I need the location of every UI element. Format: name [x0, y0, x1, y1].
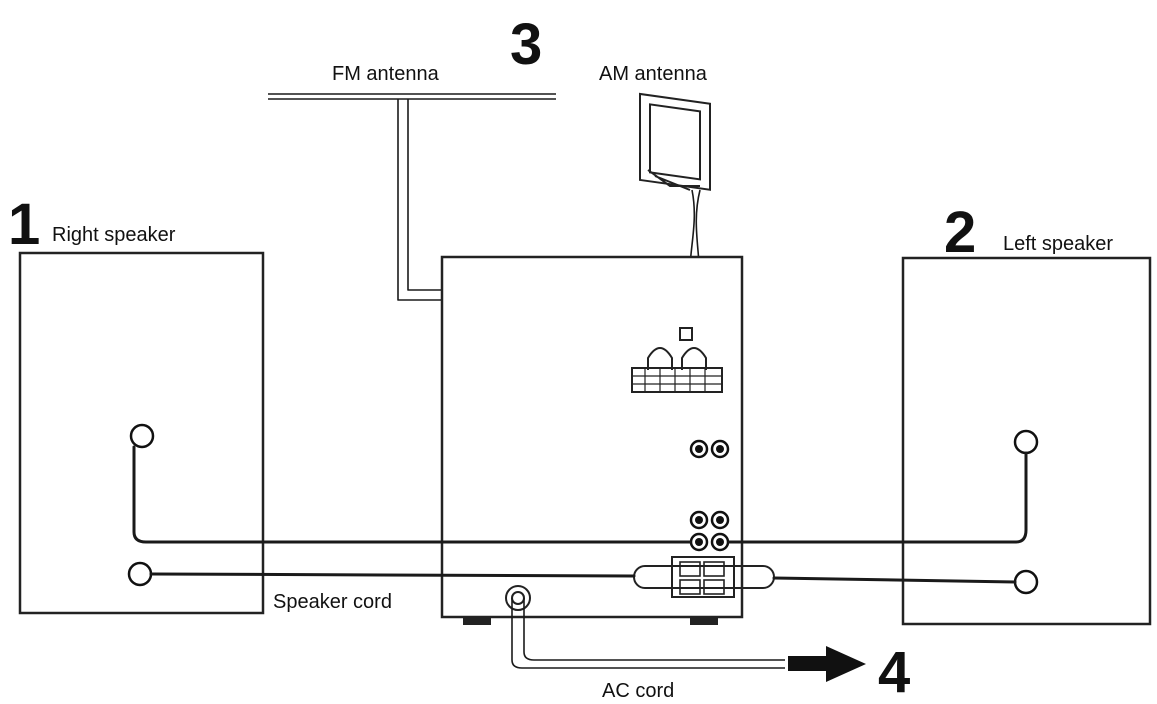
left-speaker-bottom-terminal [1013, 569, 1039, 595]
ac-cord-label: AC cord [602, 680, 674, 702]
speaker-cord [132, 445, 1028, 584]
am-antenna-label: AM antenna [599, 63, 708, 85]
middle-jack-pair [689, 510, 730, 530]
step-number-3: 3 [510, 12, 542, 77]
main-unit [440, 255, 744, 625]
step-number-1: 1 [8, 192, 40, 257]
antenna-terminal-block [631, 327, 723, 393]
upper-jack-pair [689, 439, 730, 459]
speaker-output-jacks [689, 532, 730, 552]
left-speaker-label: Left speaker [1003, 233, 1113, 255]
right-speaker-bottom-terminal [127, 561, 153, 587]
ac-cord [505, 585, 785, 669]
right-speaker-label: Right speaker [52, 224, 176, 246]
fm-antenna-label: FM antenna [332, 63, 440, 85]
arrow-to-step-4 [788, 646, 866, 682]
step-number-4: 4 [878, 640, 910, 704]
speaker-cord-label: Speaker cord [273, 591, 392, 613]
step-number-2: 2 [944, 200, 976, 265]
right-speaker-top-terminal [129, 423, 155, 449]
left-speaker-top-terminal [1013, 429, 1039, 455]
